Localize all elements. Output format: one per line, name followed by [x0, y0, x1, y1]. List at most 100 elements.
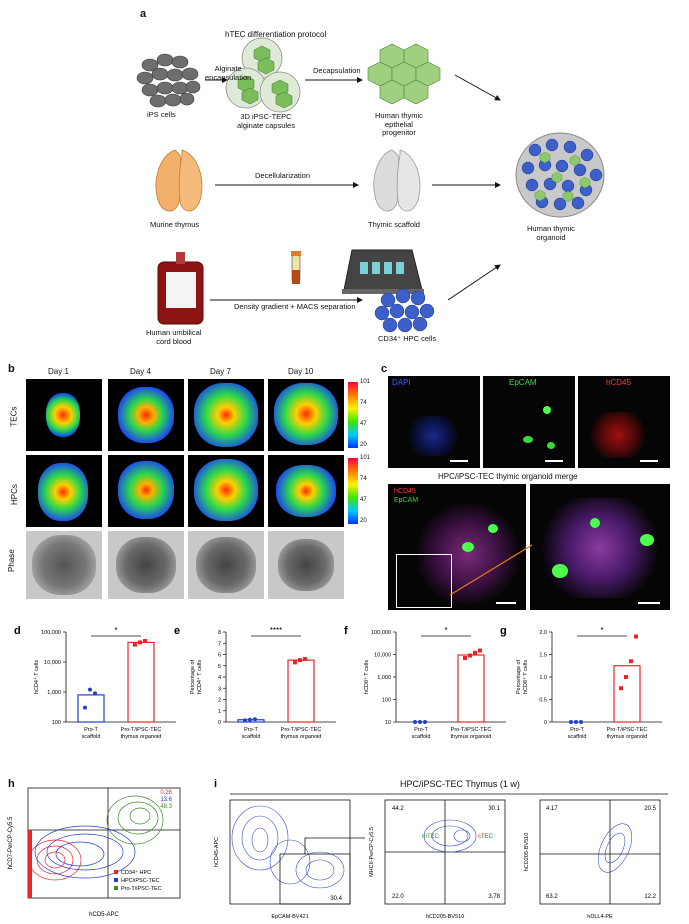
- ytick-label-f: 10: [385, 720, 391, 726]
- organoid-label: Human thymic organoid: [527, 224, 575, 242]
- panel-h-label: h: [8, 778, 15, 790]
- i3-q2: 20.5: [644, 806, 656, 812]
- phase-day4: [108, 531, 184, 599]
- day-10-label: Day 10: [288, 367, 314, 376]
- point-d: [143, 639, 147, 644]
- dapi-label: DAPI: [392, 378, 411, 387]
- ytick-label-e: 8: [218, 630, 221, 636]
- h-q2: 13.6: [160, 797, 172, 803]
- category-label-e: Pro-T/iPSC-TEC: [281, 727, 322, 733]
- ylabel-g: hCD8⁺ T cells: [522, 660, 529, 694]
- ytick-label-d: 10,000: [44, 660, 61, 666]
- h-legend-0: CD34⁺ HPC: [121, 869, 151, 876]
- heatmap-hpcs-day10: [268, 455, 344, 527]
- ytick-label-e: 5: [218, 664, 221, 670]
- panel-b-label: b: [8, 363, 15, 375]
- hpc-cells-icon: [374, 288, 435, 333]
- point-g: [579, 720, 583, 724]
- heatmap-tecs-day4: [108, 379, 184, 451]
- row-hpcs-label: HPCs: [9, 484, 19, 506]
- ytick-label-g: 1.0: [539, 675, 547, 681]
- i3-q1: 4.17: [546, 806, 558, 812]
- point-e: [298, 658, 302, 663]
- hcd45-label: hCD45: [606, 378, 631, 387]
- category-label-d: thymus organoid: [121, 734, 162, 740]
- bar-d-0: [77, 694, 105, 723]
- h-legend-2: Pro-T/iPSC-TEC: [121, 886, 162, 892]
- micro-epcam: EpCAM: [483, 376, 575, 468]
- micro-merge-zoom: [530, 484, 670, 610]
- cb1-tick-101: 101: [360, 379, 371, 385]
- i3-ylabel: hCD205-BV510: [524, 833, 530, 872]
- ylabel-e: hCD4⁺ T cells: [196, 660, 203, 694]
- sig-label-g: *: [600, 626, 603, 635]
- cb2-tick-20: 20: [360, 518, 367, 524]
- category-label-g: scaffold: [568, 734, 587, 740]
- point-d: [88, 687, 92, 692]
- ylabel-d: hCD4⁺ T cells: [33, 660, 40, 694]
- ytick-label-e: 2: [218, 698, 221, 704]
- murine-thymus-icon: [155, 149, 203, 212]
- progenitor-label: Human thymic epthelial progenitor: [375, 111, 423, 138]
- i2-q2: 30.1: [488, 806, 500, 812]
- sig-label-f: *: [444, 626, 447, 635]
- chart-label-g: g: [500, 625, 507, 637]
- i2-q1: 44.2: [392, 806, 404, 812]
- heatmap-hpcs-day4: [108, 455, 184, 527]
- ytick-label-e: 6: [218, 653, 221, 659]
- hpc-cells-label: CD34⁺ HPC cells: [378, 334, 437, 343]
- ytick-label-e: 7: [218, 641, 221, 647]
- flow-plot-h: 0.26 13.6 48.3 CD34⁺ HPC HPC/iPSC-TEC Pr…: [8, 787, 181, 918]
- merge-hcd45-label: hCD45: [394, 488, 416, 495]
- i1-gate: 30.4: [330, 896, 342, 902]
- day-7-label: Day 7: [210, 367, 231, 376]
- row-phase-label: Phase: [6, 549, 16, 572]
- category-label-g: Pro-T/iPSC-TEC: [607, 727, 648, 733]
- category-label-d: scaffold: [82, 734, 101, 740]
- merge-title: HPC/iPSC-TEC thymic organoid merge: [438, 472, 578, 481]
- i3-q4: 12.2: [644, 894, 656, 900]
- point-f: [478, 648, 482, 653]
- phase-day7: [188, 531, 264, 599]
- i2-ctec: cTEC: [478, 834, 494, 840]
- i2-ylabel: MHCII-PerCP-Cy5.5: [369, 827, 375, 877]
- point-e: [253, 717, 257, 722]
- category-label-e: thymus organoid: [281, 734, 322, 740]
- micro-dapi: DAPI: [388, 376, 480, 468]
- panel-a-label: a: [140, 8, 147, 20]
- micro-hcd45: hCD45: [578, 376, 670, 468]
- panel-a-illustration: [136, 37, 605, 333]
- ytick-label-f: 10,000: [374, 653, 391, 659]
- bar-e-1: [287, 659, 315, 723]
- panel-c-label: c: [381, 363, 388, 375]
- ips-cells-label: iPS cells: [147, 110, 176, 119]
- cb2-tick-47: 47: [360, 497, 367, 503]
- cord-blood-label: Human umbilical cord blood: [146, 328, 202, 346]
- day-1-label: Day 1: [48, 367, 69, 376]
- category-label-f: thymus organoid: [451, 734, 492, 740]
- bar-f-1: [457, 654, 485, 723]
- cb1-tick-20: 20: [360, 442, 367, 448]
- h-q1: 0.26: [160, 790, 172, 796]
- ytick-label-g: 0.5: [539, 698, 547, 704]
- ips-cells-icon: [136, 53, 201, 108]
- capsules-label: 3D iPSC-TEPC alginate capsules: [237, 112, 295, 130]
- ytick-label-g: 1.5: [539, 653, 547, 659]
- i1-ylabel: hCD45-APC: [214, 837, 220, 867]
- separation-label: Density gradient + MACS separation: [234, 302, 356, 311]
- category-label-f: Pro-T: [414, 727, 428, 733]
- panel-i-label: i: [214, 778, 218, 790]
- flow-plots-i: 30.4 hCD45-APC EpCAM-BV421 44.2 30.1 22.…: [214, 793, 668, 920]
- i2-xlabel: hCD205-BV510: [426, 914, 465, 920]
- ytick-label-d: 100,000: [41, 630, 61, 636]
- decellularization-label: Decellularization: [255, 171, 311, 180]
- category-label-f: Pro-T/iPSC-TEC: [451, 727, 492, 733]
- decapsulation-label: Decapsulation: [313, 66, 361, 75]
- cb1-tick-74: 74: [360, 400, 367, 406]
- i2-q3: 22.0: [392, 894, 404, 900]
- category-label-f: scaffold: [412, 734, 431, 740]
- ytick-label-g: 2.0: [539, 630, 547, 636]
- chart-label-f: f: [344, 625, 348, 637]
- ytick-label-f: 100: [382, 698, 391, 704]
